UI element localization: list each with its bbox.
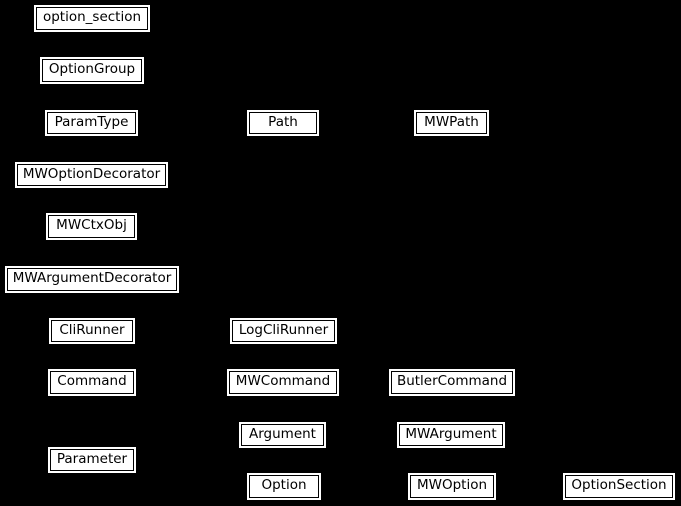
- class-node-label: LogCliRunner: [238, 321, 329, 338]
- class-node-CliRunner[interactable]: CliRunner: [49, 318, 135, 344]
- class-node-label: MWPath: [424, 113, 479, 130]
- class-node-label: MWArgumentDecorator: [12, 270, 172, 287]
- class-node-MWCommand[interactable]: MWCommand: [227, 369, 339, 396]
- class-node-ParamType[interactable]: ParamType: [45, 110, 138, 136]
- class-node-MWArgument[interactable]: MWArgument: [397, 422, 505, 448]
- class-node-label: Command: [57, 373, 127, 390]
- class-node-MWArgumentDecorator[interactable]: MWArgumentDecorator: [5, 266, 179, 293]
- class-node-label: Argument: [249, 425, 316, 442]
- class-node-label: Path: [268, 113, 298, 130]
- class-node-label: MWCtxObj: [56, 217, 127, 234]
- class-node-Path[interactable]: Path: [247, 110, 319, 136]
- class-node-label: MWOptionDecorator: [22, 165, 161, 182]
- class-node-LogCliRunner[interactable]: LogCliRunner: [230, 318, 337, 344]
- class-node-ButlerCommand[interactable]: ButlerCommand: [389, 369, 515, 396]
- class-node-label: OptionSection: [571, 477, 667, 494]
- class-node-label: Parameter: [56, 450, 128, 467]
- class-node-label: MWCommand: [235, 373, 331, 390]
- class-node-label: MWArgument: [405, 425, 497, 442]
- class-node-label: CliRunner: [59, 321, 125, 338]
- class-node-MWPath[interactable]: MWPath: [414, 110, 489, 136]
- class-node-label: option_section: [42, 9, 142, 26]
- class-node-label: MWOption: [416, 477, 488, 494]
- class-node-label: ParamType: [54, 113, 129, 130]
- class-node-label: ButlerCommand: [396, 373, 508, 390]
- class-node-label: Option: [261, 477, 307, 494]
- class-node-Command[interactable]: Command: [48, 369, 136, 396]
- class-node-MWOption[interactable]: MWOption: [408, 473, 496, 500]
- class-node-OptionSection[interactable]: OptionSection: [563, 473, 675, 500]
- class-node-Argument[interactable]: Argument: [239, 422, 326, 448]
- class-node-OptionGroup[interactable]: OptionGroup: [40, 57, 144, 84]
- class-node-Parameter[interactable]: Parameter: [48, 447, 136, 473]
- class-node-Option[interactable]: Option: [247, 473, 321, 500]
- class-node-MWOptionDecorator[interactable]: MWOptionDecorator: [15, 162, 168, 188]
- class-node-MWCtxObj[interactable]: MWCtxObj: [46, 213, 137, 240]
- class-node-label: OptionGroup: [48, 61, 136, 78]
- class-node-option_section[interactable]: option_section: [34, 5, 150, 32]
